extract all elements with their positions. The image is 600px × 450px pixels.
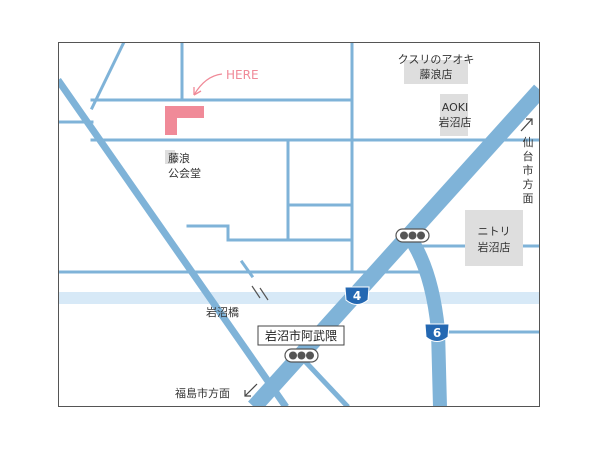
here-marker <box>165 106 204 135</box>
kusuri-aoki-label-2: 藤浪店 <box>420 67 453 81</box>
intersection-label: 岩沼市阿武隈 <box>265 328 337 343</box>
route-6-shield: 6 <box>424 323 450 342</box>
route-6-number: 6 <box>433 326 441 340</box>
map-frame <box>58 42 540 407</box>
aoki-label-1: AOKI <box>442 101 468 114</box>
aoki-building <box>440 94 468 136</box>
nitori-building <box>465 210 523 266</box>
kusuri-aoki-label-1: クスリのアオキ <box>398 53 475 66</box>
intersection-label-box <box>257 325 345 346</box>
route-4-shield: 4 <box>344 286 370 305</box>
bridge-label: 岩沼橋 <box>206 305 239 319</box>
here-label: HERE <box>226 68 259 82</box>
route-4-number: 4 <box>353 289 361 303</box>
svg-text:仙: 仙 <box>523 136 534 149</box>
aoki-label-2: 岩沼店 <box>439 115 472 129</box>
here-pointer-icon <box>193 73 223 96</box>
diagonal-road <box>58 77 289 407</box>
nitori-label-1: ニトリ <box>478 225 511 238</box>
route-6-highway <box>404 234 447 407</box>
svg-text:面: 面 <box>523 192 534 205</box>
south-road <box>298 354 350 407</box>
fukushima-direction-label: 福島市方面 <box>175 386 230 400</box>
sendai-direction-label: 仙 台 市 方 面 <box>523 136 534 205</box>
here-pointer-arrowhead <box>193 87 202 96</box>
traffic-light-icon <box>395 228 430 243</box>
river <box>58 292 540 304</box>
traffic-light-icon <box>284 348 319 363</box>
fujinami-hall-label-2: 公会堂 <box>168 167 201 180</box>
fujinami-hall-building <box>165 150 175 164</box>
kusuri-aoki-building <box>404 60 468 84</box>
sendai-arrow-icon <box>520 118 533 132</box>
fujinami-hall-label-1: 藤浪 <box>168 151 190 165</box>
svg-text:方: 方 <box>523 177 534 191</box>
svg-text:台: 台 <box>523 149 534 163</box>
nitori-label-2: 岩沼店 <box>478 240 511 254</box>
bridge-icon <box>251 285 269 301</box>
svg-text:市: 市 <box>523 163 534 177</box>
fukushima-arrow-icon <box>244 383 258 397</box>
